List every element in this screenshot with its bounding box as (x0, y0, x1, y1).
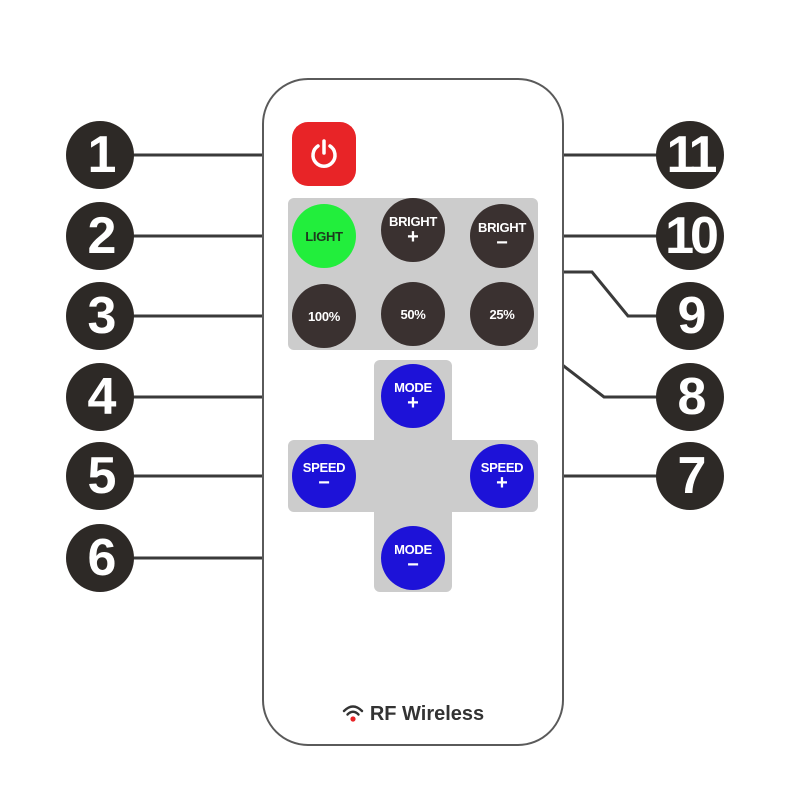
callout-10: 10 (656, 202, 724, 270)
brightness-100-button[interactable]: 100% (292, 284, 356, 348)
callout-5: 5 (66, 442, 134, 510)
mode-plus-button[interactable]: MODE + (381, 364, 445, 428)
footer: RF Wireless (262, 703, 564, 729)
bright-minus-label: BRIGHT (477, 220, 527, 235)
callout-4: 4 (66, 363, 134, 431)
callout-11: 11 (656, 121, 724, 189)
callout-1: 1 (66, 121, 134, 189)
bright-minus-button[interactable]: BRIGHT − (470, 204, 534, 268)
speed-plus-button[interactable]: SPEED + (470, 444, 534, 508)
brightness-50-button[interactable]: 50% (381, 282, 445, 346)
brightness-100-label: 100% (307, 308, 341, 324)
mode-plus-label: MODE (394, 380, 432, 395)
power-icon (311, 139, 337, 168)
speed-plus-label: SPEED (480, 460, 524, 475)
callout-9: 9 (656, 282, 724, 350)
speed-plus-sign: + (496, 472, 508, 494)
callout-6: 6 (66, 524, 134, 592)
mode-minus-sign: − (407, 554, 419, 576)
light-button[interactable]: LIGHT (292, 204, 356, 268)
bright-plus-sign: + (407, 226, 419, 248)
power-button[interactable] (292, 122, 356, 186)
bright-plus-label: BRIGHT (388, 214, 438, 229)
mode-minus-button[interactable]: MODE − (381, 526, 445, 590)
brightness-25-button[interactable]: 25% (470, 282, 534, 346)
mode-plus-sign: + (407, 392, 419, 414)
callout-7: 7 (656, 442, 724, 510)
light-label: LIGHT (305, 228, 343, 244)
bright-minus-sign: − (496, 232, 508, 254)
callout-8: 8 (656, 363, 724, 431)
bright-plus-button[interactable]: BRIGHT + (381, 198, 445, 262)
callout-3: 3 (66, 282, 134, 350)
brightness-50-label: 50% (400, 306, 426, 322)
brightness-25-label: 25% (489, 306, 515, 322)
speed-minus-button[interactable]: SPEED − (292, 444, 356, 508)
footer-text: RF Wireless (369, 703, 485, 725)
wireless-signal-icon (342, 703, 364, 729)
speed-minus-label: SPEED (302, 460, 346, 475)
speed-minus-sign: − (318, 472, 330, 494)
callout-2: 2 (66, 202, 134, 270)
mode-minus-label: MODE (394, 542, 432, 557)
